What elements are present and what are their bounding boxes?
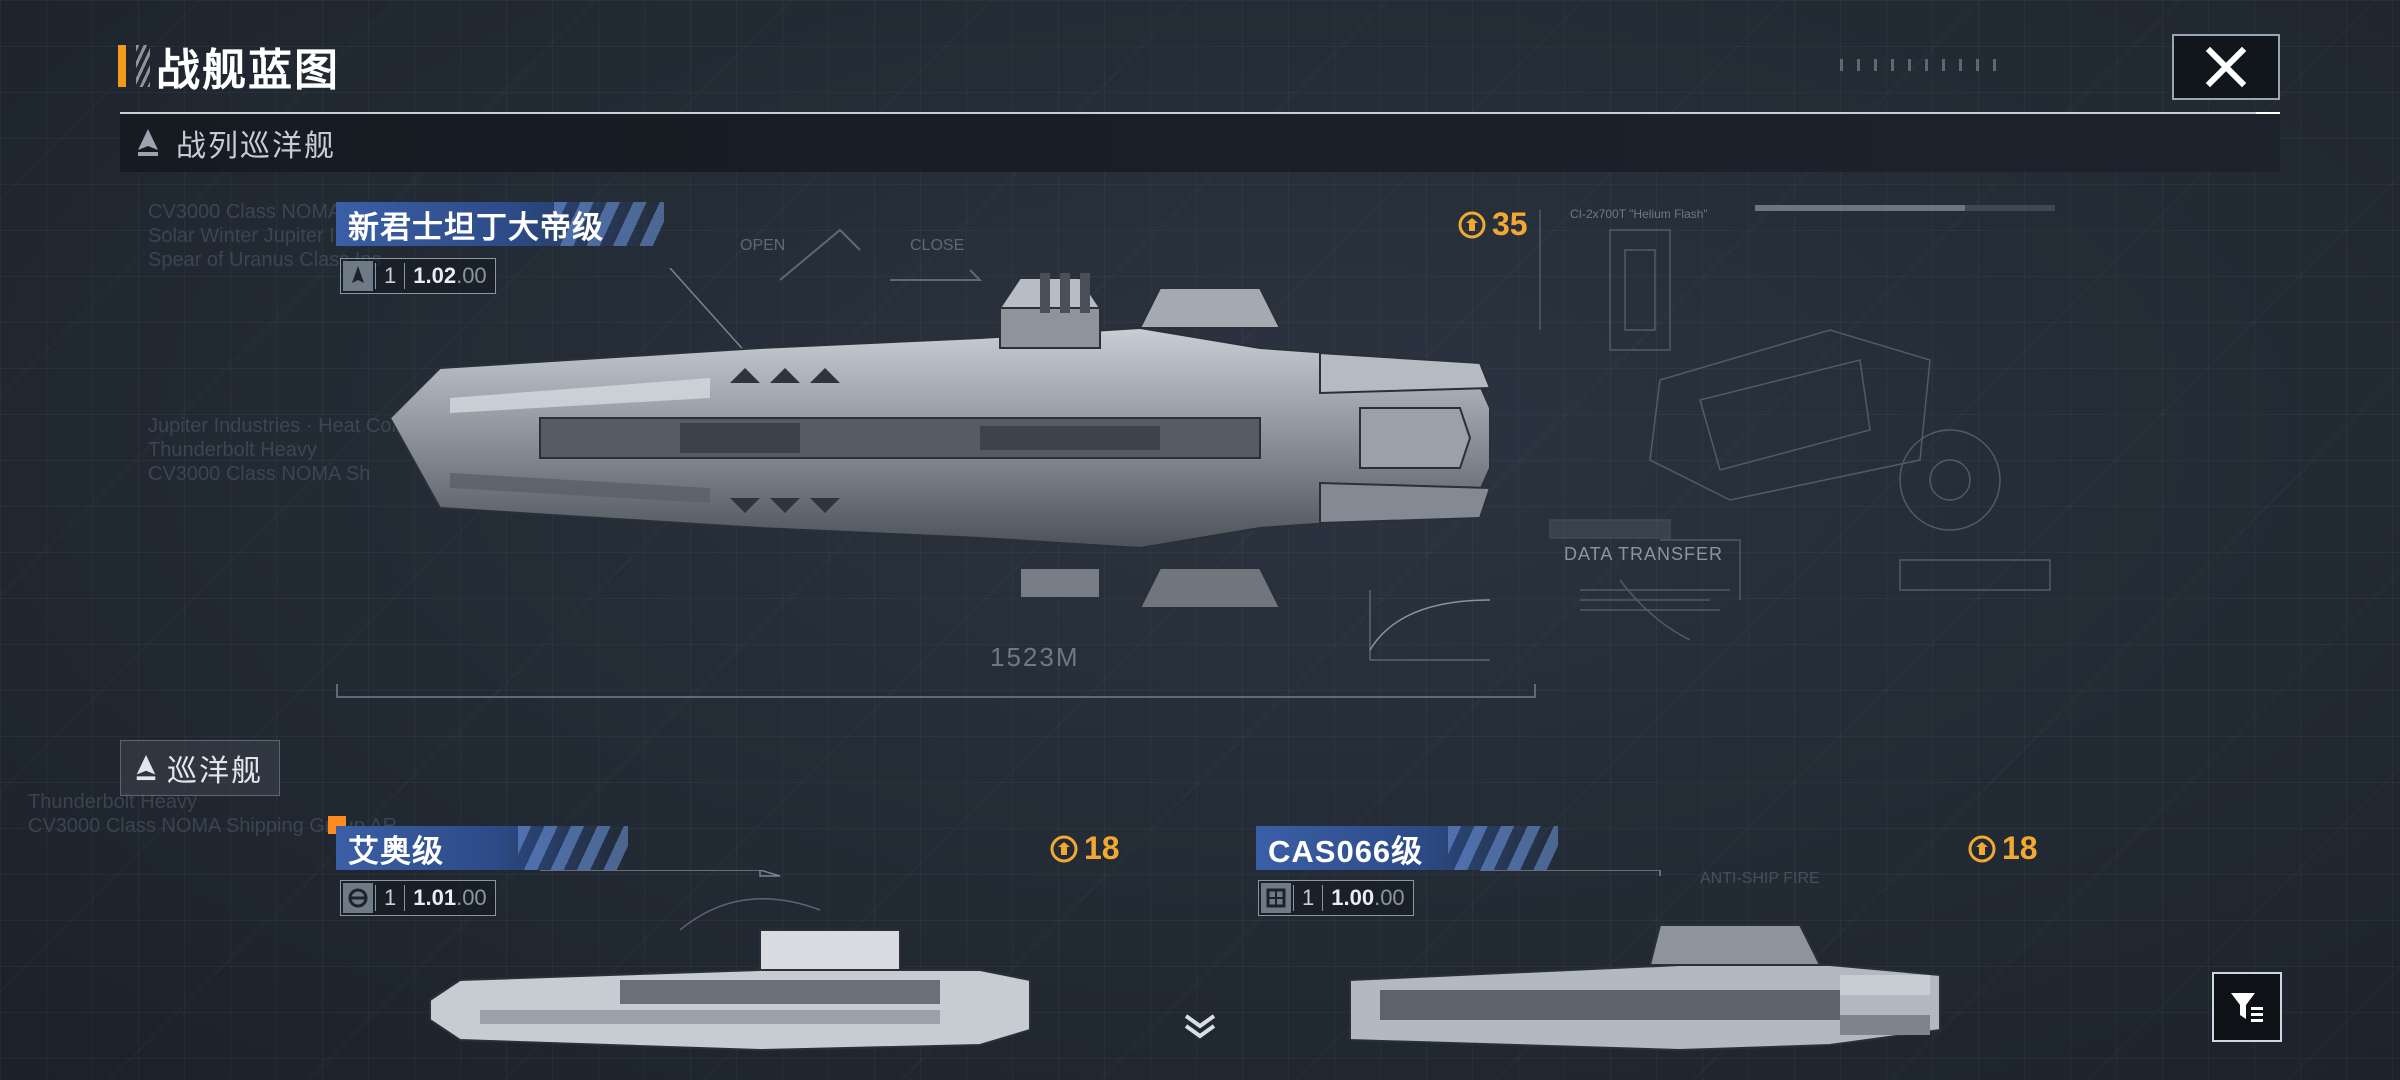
data-transfer-label: DATA TRANSFER (1564, 544, 1724, 564)
name-plate-stripes (554, 202, 664, 246)
close-icon (2205, 46, 2247, 88)
blueprint-coin-icon (1458, 211, 1486, 238)
battlecruiser-model[interactable] (380, 268, 1510, 628)
ship-cost: 18 (1968, 830, 2038, 867)
ship-cost-value: 35 (1492, 206, 1528, 242)
ship-version: 1.02.00 (413, 263, 487, 288)
ship-cost: 18 (1050, 830, 1120, 867)
title-slash (136, 45, 150, 87)
ship-version: 1.00.00 (1331, 885, 1405, 910)
filter-button[interactable] (2212, 972, 2282, 1042)
name-plate-stripes (518, 826, 628, 870)
anti-ship-fire-label: ANTI-SHIP FIRE (1700, 870, 1820, 887)
title-accent (118, 45, 126, 87)
bg-text-2: Jupiter Industries · Heat Control Thunde… (148, 415, 430, 485)
name-plate-stripes (1448, 826, 1558, 870)
helium-flash-label: CI-2x700T "Helium Flash" (1570, 207, 1708, 221)
warship-icon (136, 755, 156, 781)
ship-level: 1 (375, 885, 406, 911)
close-label: CLOSE (910, 237, 964, 254)
ship-cost: 35 (1458, 206, 1528, 243)
blueprint-coin-icon (1968, 835, 1996, 862)
ship-name: CAS066级 (1268, 833, 1424, 869)
filter-icon (2231, 993, 2263, 1022)
ship-stat-box: 1 1.01.00 (340, 880, 496, 916)
ship-name-plate[interactable]: 新君士坦丁大帝级 (336, 202, 664, 246)
ship-level: 1 (1293, 885, 1324, 911)
ship-type-icon (343, 261, 373, 291)
close-button[interactable] (2172, 34, 2280, 100)
section-label: 巡洋舰 (167, 755, 263, 788)
bar-end-tick (2256, 112, 2280, 114)
ship-version: 1.01.00 (413, 885, 487, 910)
cruiser-cas066-model[interactable] (1300, 870, 1960, 1070)
ship-type-icon (1261, 883, 1291, 913)
warship-icon (138, 129, 158, 156)
ship-stat-box: 1 1.02.00 (340, 258, 496, 294)
ship-cost-value: 18 (2002, 830, 2038, 866)
length-scale (336, 682, 1536, 698)
page-header: 战舰蓝图 (118, 38, 340, 95)
ship-stat-box: 1 1.00.00 (1258, 880, 1414, 916)
ship-cost-value: 18 (1084, 830, 1120, 866)
ship-name: 艾奥级 (348, 833, 444, 869)
top-ruler (1840, 58, 2080, 72)
ship-name: 新君士坦丁大帝级 (348, 209, 604, 245)
cruiser-io-model[interactable] (420, 870, 1040, 1070)
section-header-cruiser[interactable]: 巡洋舰 (120, 740, 280, 796)
ship-name-plate[interactable]: CAS066级 (1256, 826, 1558, 870)
section-label: 战列巡洋舰 (176, 130, 336, 163)
chevron-down-icon[interactable] (1180, 1010, 1220, 1040)
ship-level: 1 (375, 263, 406, 289)
ship-name-plate[interactable]: 艾奥级 (336, 826, 628, 870)
page-title: 战舰蓝图 (156, 46, 340, 95)
section-header-battlecruiser[interactable]: 战列巡洋舰 (120, 112, 2280, 172)
open-label: OPEN (740, 237, 785, 254)
ship-type-icon (343, 883, 373, 913)
mini-chart (1369, 590, 1491, 661)
schematic-panel: CI-2x700T "Helium Flash" (1539, 205, 2055, 641)
hatch-diagram: OPEN CLOSE (740, 228, 983, 281)
blueprint-coin-icon (1050, 835, 1078, 862)
length-label: 1523M (990, 642, 1080, 672)
